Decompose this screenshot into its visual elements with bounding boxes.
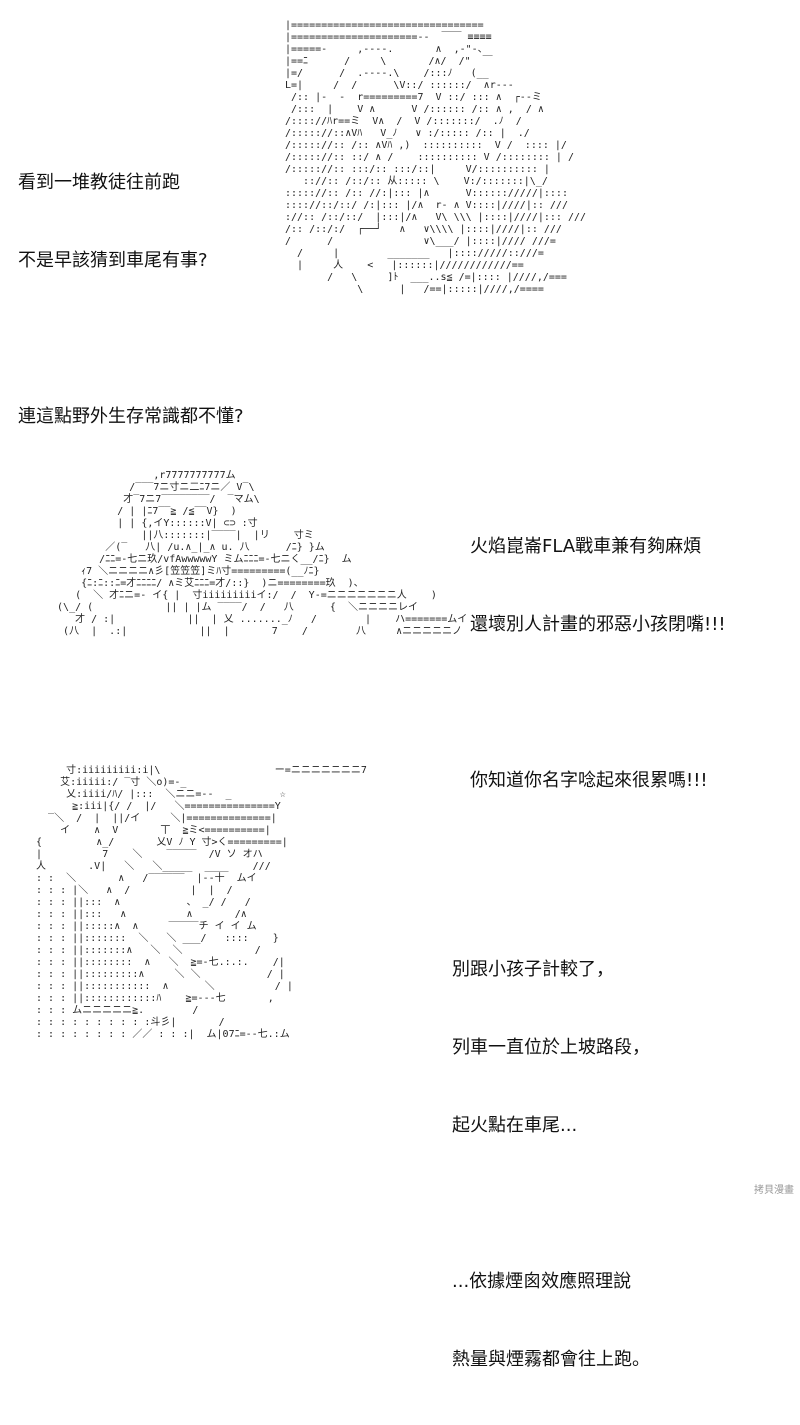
ascii-art-calm-character: 寸:iiiiiiiii:i|\ ー=ニニニニニニニ7 艾:iiiii:/ ‾寸 … [36, 765, 367, 1040]
comic-panel-3: 寸:iiiiiiiii:i|\ ー=ニニニニニニニ7 艾:iiiii:/ ‾寸 … [0, 750, 800, 1370]
ascii-art-train-scene: |================================ |=====… [285, 20, 587, 295]
dialogue-line: 看到一堆教徒往前跑 [18, 172, 180, 193]
comic-panel-1: |================================ |=====… [0, 0, 800, 450]
dialogue-box-3: 別跟小孩子計較了， 列車一直位於上坡路段， 起火點在車尾... ...依據煙囪效… [452, 905, 650, 1425]
dialogue-line: 別跟小孩子計較了， [452, 959, 614, 980]
comic-panel-2: ,r7777777777ム /‾‾‾7ニ寸ニ二ﾆ7ニ／ V‾\ 才‾7ニ7‾‾‾… [0, 450, 800, 791]
dialogue-line: 熱量與煙霧都會往上跑。 [452, 1349, 650, 1370]
dialogue-line: 連這點野外生存常識都不懂? [18, 406, 244, 427]
dialogue-line: 還壞別人計畫的邪惡小孩閉嘴!!! [470, 614, 726, 635]
dialogue-line: ...依據煙囪效應照理說 [452, 1271, 632, 1292]
dialogue-line: 你知道你名字唸起來很累嗎!!! [470, 770, 708, 791]
dialogue-line: 火焰崑崙FLA戰車兼有夠麻煩 [470, 536, 702, 557]
dialogue-line: 起火點在車尾... [452, 1115, 578, 1136]
dialogue-box-1: 看到一堆教徒往前跑 不是早該猜到車尾有事? 連這點野外生存常識都不懂? [18, 118, 244, 482]
dialogue-line: 列車一直位於上坡路段， [452, 1037, 650, 1058]
watermark: 拷貝漫畫 [754, 1185, 794, 1196]
ascii-art-angry-child: ,r7777777777ム /‾‾‾7ニ寸ニ二ﾆ7ニ／ V‾\ 才‾7ニ7‾‾‾… [57, 470, 468, 637]
dialogue-box-2: 火焰崑崙FLA戰車兼有夠麻煩 還壞別人計畫的邪惡小孩閉嘴!!! 你知道你名字唸起… [470, 482, 726, 846]
dialogue-line: 不是早該猜到車尾有事? [18, 250, 208, 271]
